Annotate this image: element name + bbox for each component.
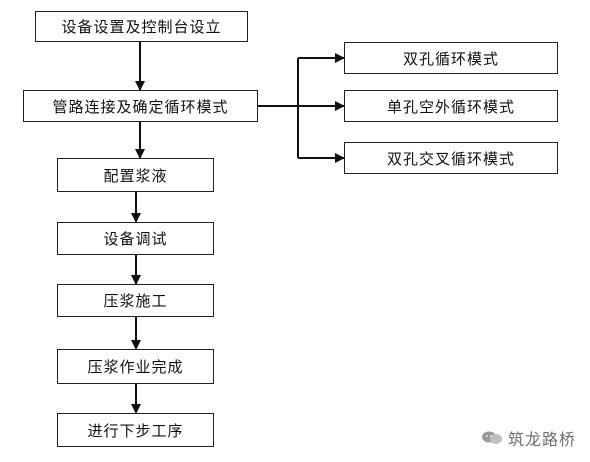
- step-grouting-construction: 压浆施工: [57, 284, 214, 317]
- wechat-bubble-icon: [481, 431, 502, 444]
- step-next-process: 进行下步工序: [57, 413, 214, 447]
- watermark-text: 筑龙路桥: [507, 430, 576, 449]
- loop-mode-single-hole-external: 单孔空外循环模式: [344, 90, 558, 122]
- loop-mode-double-hole-cross: 双孔交叉循环模式: [344, 142, 558, 174]
- step-equipment-setup: 设备设置及控制台设立: [35, 11, 248, 42]
- step-mix-slurry: 配置浆液: [57, 158, 214, 192]
- step-equipment-debug: 设备调试: [57, 222, 214, 255]
- step-pipe-connection: 管路连接及确定循环模式: [23, 90, 258, 122]
- loop-mode-double-hole: 双孔循环模式: [344, 42, 558, 74]
- step-grouting-complete: 压浆作业完成: [57, 349, 214, 384]
- watermark: 筑龙路桥: [481, 426, 576, 450]
